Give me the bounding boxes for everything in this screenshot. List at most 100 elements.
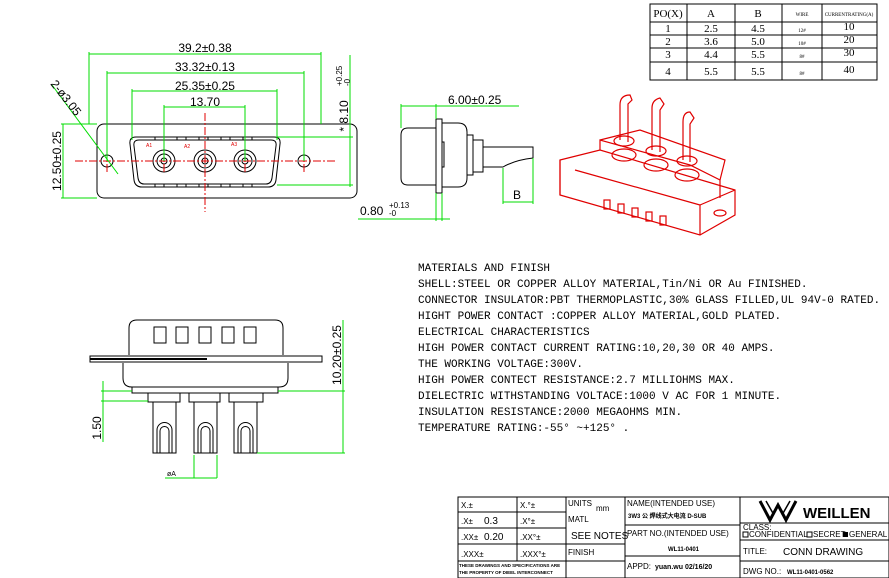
title-block: X.± X.°± .X± 0.3 .X°± .XX± 0.20 .XX°± .X… <box>457 496 889 578</box>
tolerance-lower: -0 <box>389 209 397 218</box>
table-cell: 5.0 <box>751 36 765 48</box>
units-value: mm <box>596 504 610 513</box>
front-view: A1 A2 A3 39.2±0.38 33.32±0.13 25.35±0.25… <box>48 41 358 212</box>
dim-overall-width: 39.2±0.38 <box>178 41 232 55</box>
dim-mount-hole-spacing: 33.32±0.13 <box>175 60 235 74</box>
table-cell: 2 <box>665 36 671 48</box>
class-checkbox-confidential[interactable] <box>742 531 749 538</box>
table-cell: 5.5 <box>751 66 765 78</box>
dimension-lines <box>51 52 353 199</box>
table-cell: 8# <box>800 72 806 77</box>
table-cell: 2.5 <box>704 23 718 35</box>
contact-label: A3 <box>231 142 237 148</box>
table-cell: 20 <box>844 34 856 46</box>
class-options: CONFIDENTIAL SECRET GENERAL <box>742 530 888 539</box>
property-note: THE PROPERTY OF DIEEL INTERCONNECT <box>459 570 553 575</box>
table-cell: 10# <box>798 42 806 47</box>
table-cell: 8# <box>800 55 806 60</box>
contact-label: A2 <box>184 144 190 150</box>
dim-b: B <box>513 188 521 202</box>
table-header: CURRENTRATING(A) <box>825 13 874 18</box>
tolerance-upper: +0.13 <box>389 201 410 210</box>
note-line: HIGHT POWER CONTACT :COPPER ALLOY MATERI… <box>418 311 781 323</box>
bottom-view: 10.20±0.25 1.50 øA <box>89 319 345 479</box>
table-cell: 4.4 <box>704 49 718 61</box>
part-no-value: WL11-0401 <box>668 547 700 553</box>
dim-shell-height: * 8.10 <box>337 100 351 132</box>
note-line: TEMPERATURE RATING:-55° ~+125° . <box>418 423 629 435</box>
table-cell: 5.5 <box>704 66 718 78</box>
table-header: PO(X) <box>653 8 683 20</box>
isometric-view <box>559 94 736 236</box>
dim-a: øA <box>167 471 176 478</box>
matl-label: MATL <box>568 515 589 524</box>
note-line: DIELECTRIC WITHSTANDING VOLTACE:1000 V A… <box>418 391 781 403</box>
tolerance-value: 0.3 <box>484 516 498 527</box>
table-cell: 4 <box>665 66 671 78</box>
property-note: THESE DRAWINGS AND SPECIFICATIONS ARE <box>459 563 560 568</box>
table-cell: 40 <box>844 64 856 76</box>
table-cell: 3.6 <box>704 36 718 48</box>
spec-table: PO(X) A B WIRE CURRENTRATING(A) 1 2.5 4.5 1… <box>649 3 878 81</box>
class-option-label: GENERAL <box>849 530 888 539</box>
table-cell: 3 <box>665 49 671 61</box>
tolerance-upper: +0.25 <box>335 65 344 86</box>
table-cell: 1 <box>665 23 671 35</box>
tolerance-label: .XXX°± <box>520 550 546 559</box>
wire <box>483 146 534 168</box>
class-checkbox-secret[interactable] <box>806 531 813 538</box>
dwg-no-value: WL11-0401-0562 <box>787 570 834 576</box>
title-label: TITLE: <box>743 547 767 556</box>
dim-total-height: 10.20±0.25 <box>330 325 344 385</box>
matl-value: SEE NOTES <box>571 531 629 542</box>
terminal-tube <box>152 401 177 454</box>
table-cell: 4.5 <box>751 23 765 35</box>
appd-value: yuan.wu 02/16/20 <box>655 564 712 571</box>
tolerance-label: .XX± <box>461 533 479 542</box>
dim-depth: 6.00±0.25 <box>448 93 502 107</box>
appd-label: APPD: <box>627 562 651 571</box>
tolerance-value: 0.20 <box>484 532 504 543</box>
table-cell: 5.5 <box>751 49 765 61</box>
brand-name: WEILLEN <box>803 505 871 522</box>
note-line: ELECTRICAL CHARACTERISTICS <box>418 327 590 339</box>
dim-step: 1.50 <box>90 416 104 440</box>
dim-shell-width: 25.35±0.25 <box>175 79 235 93</box>
note-line: HIGH POWER CONTACT CURRENT RATING:10,20,… <box>418 343 774 355</box>
note-line: CONNECTOR INSULATOR:PBT THERMOPLASTIC,30… <box>418 295 880 307</box>
class-label: CLASS: <box>743 523 771 532</box>
tolerance-label: X.± <box>461 501 474 510</box>
dim-contact-spacing: 13.70 <box>190 95 220 109</box>
class-option-label: SECRET <box>813 530 846 539</box>
note-line: HIGH POWER CONTECT RESISTANCE:2.7 MILLIO… <box>418 375 735 387</box>
note-line: THE WORKING VOLTAGE:300V. <box>418 359 583 371</box>
tolerance-label: .X°± <box>520 517 536 526</box>
note-line: MATERIALS AND FINISH <box>418 263 550 275</box>
centerlines <box>75 113 336 212</box>
table-header: WIRE <box>796 13 809 18</box>
tolerance-label: X.°± <box>520 501 536 510</box>
table-cell: 10 <box>844 21 856 33</box>
name-value: 3W3 公 焊线式大电流 D-SUB <box>628 512 707 520</box>
weillen-logo: WEILLEN <box>758 500 871 524</box>
class-option-label: CONFIDENTIAL <box>749 530 808 539</box>
class-checkbox-general[interactable] <box>843 532 848 537</box>
name-label: NAME(INTENDED USE) <box>627 499 715 508</box>
table-header: B <box>754 8 761 20</box>
note-line: INSULATION RESISTANCE:2000 MEGAOHMS MIN. <box>418 407 682 419</box>
tolerance-label: .X± <box>461 517 474 526</box>
tolerance-lower: -0 <box>343 78 352 86</box>
terminal-tube <box>193 401 218 454</box>
table-cell: 30 <box>844 47 856 59</box>
table-cell: 12# <box>798 29 806 34</box>
tolerance-label: .XXX± <box>461 550 484 559</box>
table-header: A <box>707 8 715 20</box>
contact-label: A1 <box>146 143 152 149</box>
terminal-tube <box>233 401 258 454</box>
finish-label: FINISH <box>568 548 594 557</box>
dim-flange-height: 12.50±0.25 <box>50 131 64 191</box>
dim-flange-thickness: 0.80 <box>360 204 384 218</box>
dwg-no-label: DWG NO.: <box>743 567 781 576</box>
